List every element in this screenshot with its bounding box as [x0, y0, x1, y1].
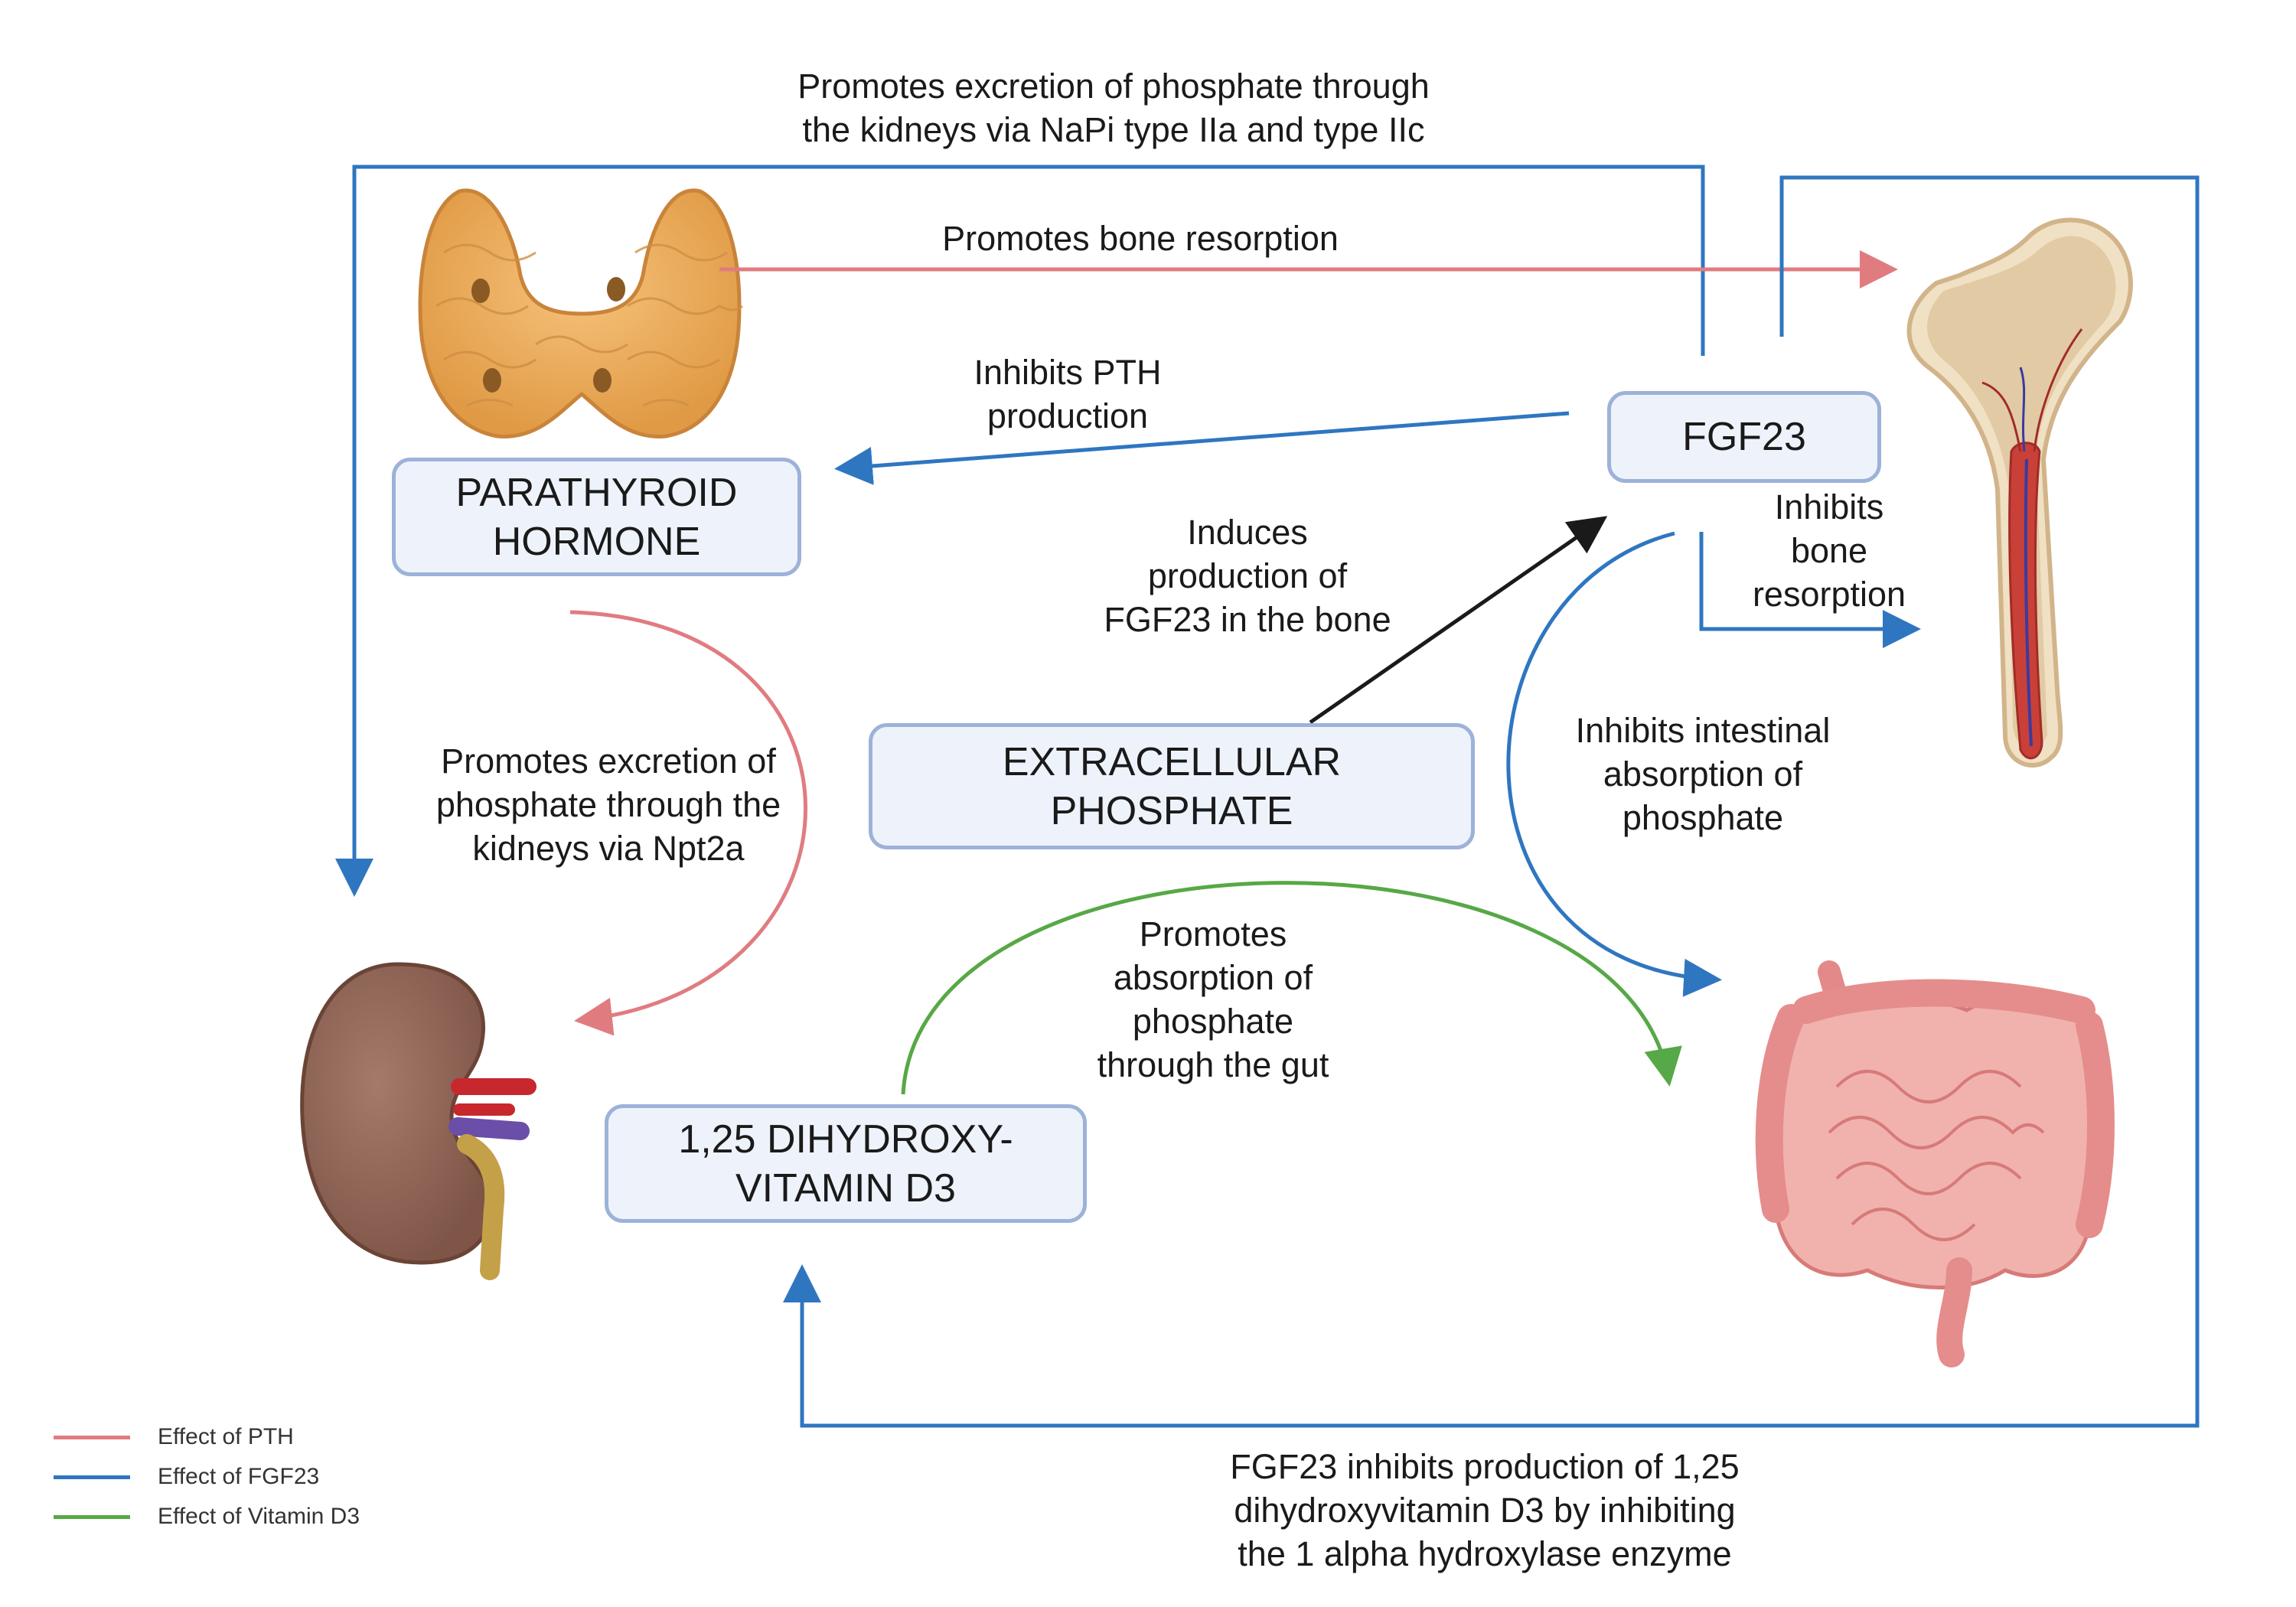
label-phosphate-fgf23: Induces production of FGF23 in the bone [1104, 513, 1391, 639]
legend-label-pth: Effect of PTH [158, 1424, 294, 1449]
arrow-phosphate-to-fgf23 [1309, 516, 1608, 725]
label-fgf23-bone: Inhibits bone resorption [1752, 487, 1906, 614]
arrow-vitd3-to-gut [901, 881, 1682, 1095]
label-vitd3-gut: Promotes absorption of phosphate through… [1097, 914, 1329, 1084]
legend-item-pth: Effect of PTH [54, 1422, 294, 1452]
arrow-fgf23-to-kidney [335, 165, 1705, 897]
arrow-fgf23-to-gut [1506, 531, 1722, 997]
intestine-icon [1755, 960, 2115, 1367]
label-fgf23-pth: Inhibits PTH production [974, 353, 1162, 435]
legend-line-vitd3 [54, 1514, 130, 1519]
label-fgf23-kidney: Promotes excretion of phosphate through … [797, 67, 1430, 149]
arrow-pth-to-kidney [569, 610, 807, 1036]
label-pth-kidney: Promotes excretion of phosphate through … [435, 742, 781, 868]
arrow-fgf23-to-bone [1699, 532, 1921, 648]
extracellular-phosphate-box: EXTRACELLULAR PHOSPHATE [869, 723, 1475, 849]
arrow-fgf23-to-vitd3 [783, 175, 2200, 1428]
vitamin-d3-box: 1,25 DIHYDROXY- VITAMIN D3 [605, 1104, 1087, 1223]
legend-item-vitd3: Effect of Vitamin D3 [54, 1501, 360, 1532]
label-fgf23-vitd3: FGF23 inhibits production of 1,25 dihydr… [1230, 1447, 1740, 1573]
arrow-fgf23-to-pth [834, 411, 1570, 485]
fgf23-box: FGF23 [1607, 391, 1881, 483]
legend-label-fgf23: Effect of FGF23 [158, 1464, 320, 1489]
label-fgf23-gut: Inhibits intestinal absorption of phosph… [1575, 711, 1831, 837]
legend-item-fgf23: Effect of FGF23 [54, 1462, 319, 1492]
kidney-icon [300, 962, 536, 1280]
label-pth-bone: Promotes bone resorption [942, 219, 1339, 258]
legend-line-pth [54, 1435, 130, 1439]
legend-line-fgf23 [54, 1475, 130, 1479]
parathyroid-hormone-box: PARATHYROID HORMONE [392, 458, 801, 576]
parathyroid-gland-icon [418, 188, 744, 438]
legend-label-vitd3: Effect of Vitamin D3 [158, 1504, 360, 1529]
femur-bone-icon [1906, 217, 2133, 768]
